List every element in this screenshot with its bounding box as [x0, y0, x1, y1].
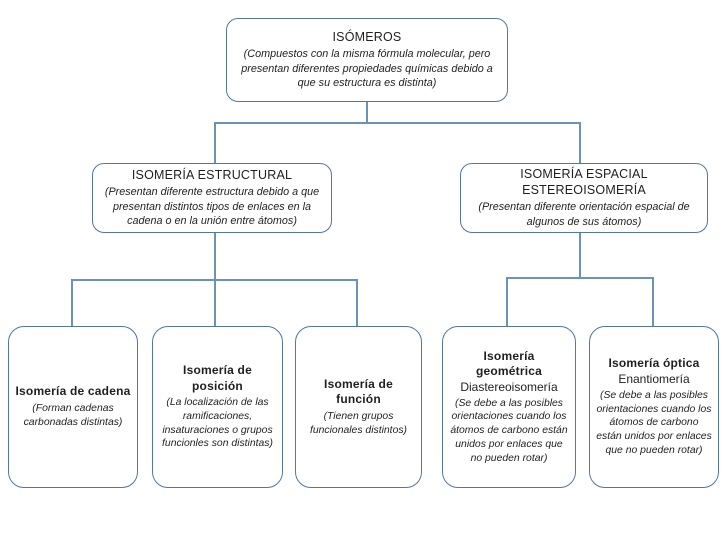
branch-node-espacial: ISOMERÍA ESPACIAL ESTEREOISOMERÍA (Prese…	[460, 163, 708, 233]
leaf-node-posicion: Isomería de posición (La localización de…	[152, 326, 283, 488]
leaf-posicion-description: (La localización de las ramificaciones, …	[162, 397, 273, 450]
leaf-optica-subtitle: Enantiomería	[618, 371, 690, 386]
branch-node-estructural: ISOMERÍA ESTRUCTURAL (Presentan diferent…	[92, 163, 332, 233]
connector-estructural-stem	[214, 233, 216, 280]
connector-top-horizontal	[214, 122, 581, 124]
connector-to-geometrica	[506, 277, 508, 326]
branch-espacial-title: ISOMERÍA ESPACIAL	[520, 167, 648, 182]
leaf-cadena-description: (Forman cadenas carbonadas distintas)	[23, 403, 123, 428]
leaf-geometrica-subtitle: Diastereoisomería	[460, 379, 558, 394]
connector-to-estructural	[214, 122, 216, 163]
branch-espacial-subtitle: ESTEREOISOMERÍA	[522, 182, 646, 197]
leaf-posicion-title: Isomería de posición	[183, 362, 252, 393]
leaf-optica-description: (Se debe a las posibles orientaciones cu…	[596, 389, 712, 456]
connector-to-posicion	[214, 279, 216, 326]
connector-to-optica	[652, 277, 654, 326]
leaf-geometrica-description: (Se debe a las posibles orientaciones cu…	[450, 397, 568, 464]
leaf-node-funcion: Isomería de función (Tienen grupos funci…	[295, 326, 422, 488]
branch-espacial-description: (Presentan diferente orientación espacia…	[478, 201, 690, 228]
connector-root-stem	[366, 102, 368, 123]
connector-right-horizontal	[506, 277, 654, 279]
root-node-isomeros: ISÓMEROS (Compuestos con la misma fórmul…	[226, 18, 508, 102]
leaf-node-optica: Isomería óptica Enantiomería (Se debe a …	[589, 326, 719, 488]
leaf-geometrica-title: Isomería geométrica	[475, 348, 543, 379]
leaf-cadena-title: Isomería de cadena	[15, 384, 131, 399]
leaf-funcion-title: Isomería de función	[324, 376, 393, 407]
root-description: (Compuestos con la misma fórmula molecul…	[241, 48, 493, 89]
leaf-node-geometrica: Isomería geométrica Diastereoisomería (S…	[442, 326, 576, 488]
connector-to-funcion	[356, 279, 358, 326]
connector-espacial-stem	[579, 233, 581, 279]
connector-to-cadena	[71, 279, 73, 326]
leaf-node-cadena: Isomería de cadena (Forman cadenas carbo…	[8, 326, 138, 488]
root-title: ISÓMEROS	[332, 29, 402, 44]
connector-to-espacial	[579, 122, 581, 163]
leaf-funcion-description: (Tienen grupos funcionales distintos)	[309, 410, 408, 436]
branch-estructural-description: (Presentan diferente estructura debido a…	[104, 186, 320, 227]
leaf-optica-title: Isomería óptica	[608, 356, 700, 371]
branch-estructural-title: ISOMERÍA ESTRUCTURAL	[131, 167, 293, 182]
